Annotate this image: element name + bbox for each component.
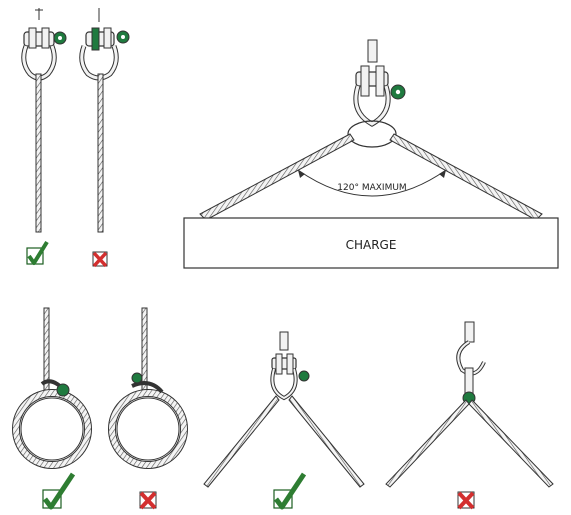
angle-label: 120° MAXIMUM (337, 183, 406, 193)
load-box (183, 217, 559, 269)
panel-grommet-correct (12, 307, 92, 469)
sling-rope (35, 73, 42, 233)
panel-two-leg-incorrect (385, 321, 554, 488)
panel-grommet-incorrect (108, 307, 188, 469)
left-sling-leg (203, 395, 280, 488)
clamp-icon (131, 372, 143, 384)
shackle (21, 27, 67, 81)
sling-rope (97, 73, 104, 233)
check-icon (273, 472, 307, 510)
right-sling-leg (468, 399, 554, 488)
load-label: CHARGE (346, 238, 397, 252)
hook-shank (464, 321, 475, 343)
master-ring (347, 120, 397, 148)
left-sling-leg (199, 133, 355, 221)
hook-shank (367, 39, 378, 63)
right-sling-leg (288, 395, 365, 488)
check-icon (26, 240, 49, 265)
angle-arc (297, 169, 447, 197)
cross-icon (92, 251, 108, 268)
panel-top-left-correct (21, 8, 67, 233)
panel-two-leg-correct (203, 331, 365, 488)
left-sling-leg (385, 399, 470, 488)
shackle (79, 27, 130, 81)
cross-icon (139, 491, 157, 510)
cross-icon (457, 491, 475, 510)
panel-top-left-incorrect (79, 8, 130, 233)
shackle (347, 65, 406, 148)
misplaced-pin-icon (91, 27, 100, 51)
pin-nut-icon (298, 370, 310, 382)
clamp-icon (56, 383, 70, 397)
hook-shank (279, 331, 289, 351)
hitch-loop (131, 381, 164, 394)
sling-rope (141, 307, 148, 391)
check-icon (42, 472, 76, 510)
right-sling-leg (389, 133, 543, 221)
panel-load-angle: 120° MAXIMUM CHARGE (183, 39, 559, 269)
sling-rope (43, 307, 50, 391)
